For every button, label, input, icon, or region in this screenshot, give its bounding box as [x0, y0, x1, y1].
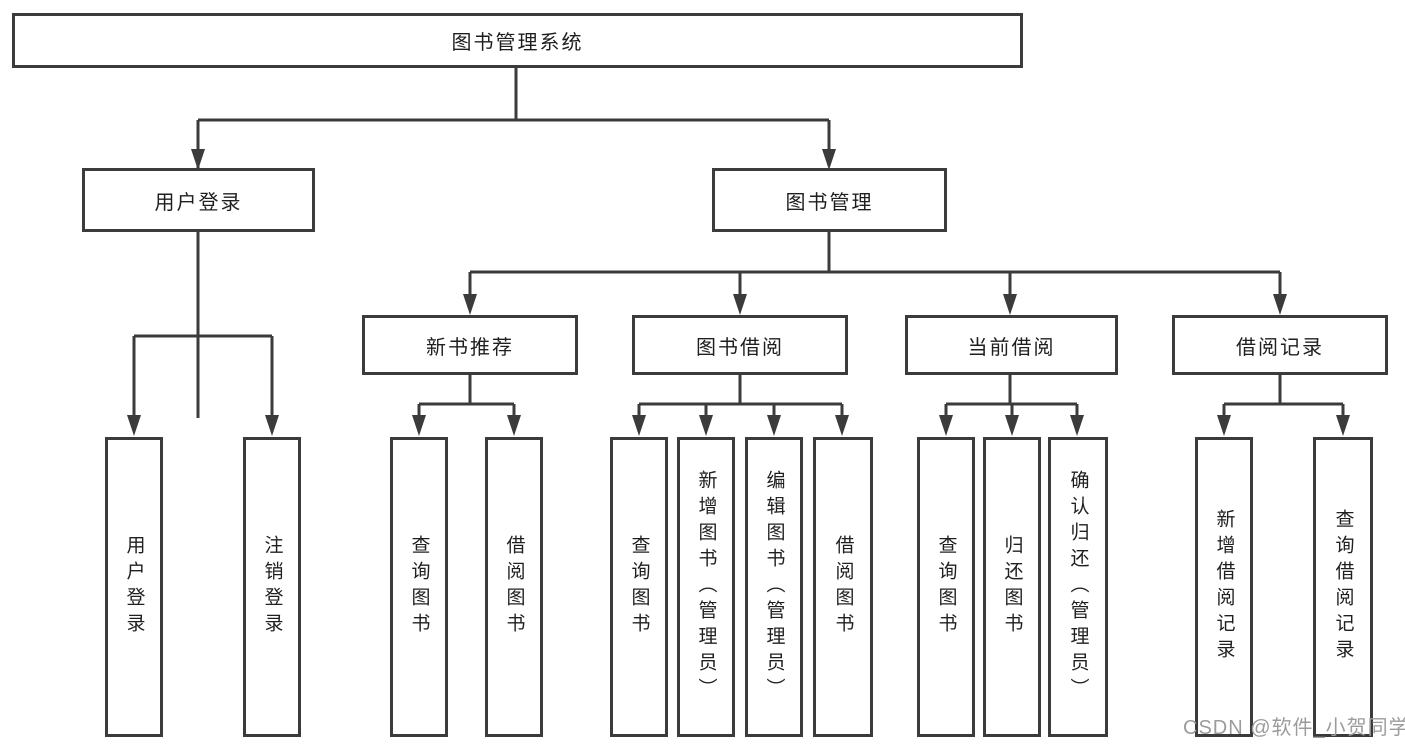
node-user-login-group: 用户登录 [82, 168, 315, 232]
node-query-borrow-record: 查询借阅记录 [1313, 437, 1373, 737]
connector-book-management-branch [468, 232, 1282, 299]
node-label: 查询借阅记录 [1332, 509, 1354, 665]
node-label: 新增图书（管理员） [695, 470, 717, 704]
node-label: 编辑图书（管理员） [763, 470, 785, 704]
node-label: 查询图书 [628, 535, 650, 639]
node-return-books: 归还图书 [983, 437, 1041, 737]
connector-user-login-branch [132, 232, 274, 420]
node-borrowing-records: 借阅记录 [1172, 315, 1388, 375]
node-label: 图书管理系统 [451, 32, 584, 54]
connector-root-drops [196, 68, 831, 152]
node-label: 借阅图书 [832, 535, 854, 639]
arrow-down-icon [1003, 294, 1017, 315]
node-current-borrowing: 当前借阅 [905, 315, 1118, 375]
arrow-down-icon [191, 149, 205, 170]
node-label: 查询图书 [935, 535, 957, 639]
arrow-down-icon [1070, 415, 1084, 436]
watermark: CSDN @软件_小贺同学 [1183, 717, 1405, 739]
arrow-down-icon [412, 415, 426, 436]
node-label: 图书管理 [785, 191, 874, 214]
node-query-books-borrowing: 查询图书 [610, 437, 668, 737]
arrow-down-icon [822, 149, 836, 170]
node-borrow-books-borrowing: 借阅图书 [813, 437, 873, 737]
arrow-down-icon [699, 415, 713, 436]
node-library-system: 图书管理系统 [12, 13, 1023, 68]
arrow-down-icon [1336, 415, 1350, 436]
arrow-down-icon [1273, 294, 1287, 315]
node-add-borrow-record: 新增借阅记录 [1195, 437, 1253, 737]
arrow-down-icon [632, 415, 646, 436]
arrow-down-icon [835, 415, 849, 436]
connector-recommend-branch [417, 375, 516, 420]
node-user-login: 用户登录 [105, 437, 163, 737]
arrow-down-icon [507, 415, 521, 436]
node-query-books-recommend: 查询图书 [390, 437, 448, 737]
node-query-books-current: 查询图书 [917, 437, 975, 737]
node-label: 当前借阅 [967, 336, 1056, 359]
node-add-books-admin: 新增图书（管理员） [677, 437, 735, 737]
node-label: 图书借阅 [696, 336, 784, 359]
node-label: 注销登录 [261, 535, 283, 639]
node-label: 新书推荐 [426, 336, 514, 359]
arrow-down-icon [733, 294, 747, 315]
node-label: 用户登录 [154, 191, 243, 214]
node-borrow-books-recommend: 借阅图书 [485, 437, 543, 737]
node-label: 查询图书 [408, 535, 430, 639]
node-label: 用户登录 [123, 535, 145, 639]
arrow-down-icon [463, 294, 477, 315]
node-book-management: 图书管理 [712, 168, 947, 232]
connector-current-branch [944, 375, 1079, 420]
node-logout-login: 注销登录 [243, 437, 301, 737]
node-confirm-return-admin: 确认归还（管理员） [1048, 437, 1108, 737]
node-new-book-recommend: 新书推荐 [362, 315, 578, 375]
arrow-down-icon [265, 415, 279, 436]
node-label: 借阅图书 [503, 535, 525, 639]
arrow-down-icon [1217, 415, 1231, 436]
arrow-down-icon [1005, 415, 1019, 436]
node-label: 新增借阅记录 [1213, 509, 1235, 665]
arrow-down-icon [767, 415, 781, 436]
connector-borrowing-branch [637, 375, 844, 420]
arrow-down-icon [939, 415, 953, 436]
node-label: 归还图书 [1001, 535, 1023, 639]
connector-records-branch [1222, 375, 1345, 420]
arrow-down-icon [127, 415, 141, 436]
node-label: 借阅记录 [1236, 336, 1324, 359]
node-edit-books-admin: 编辑图书（管理员） [745, 437, 803, 737]
node-book-borrowing: 图书借阅 [632, 315, 848, 375]
node-label: 确认归还（管理员） [1067, 470, 1089, 704]
